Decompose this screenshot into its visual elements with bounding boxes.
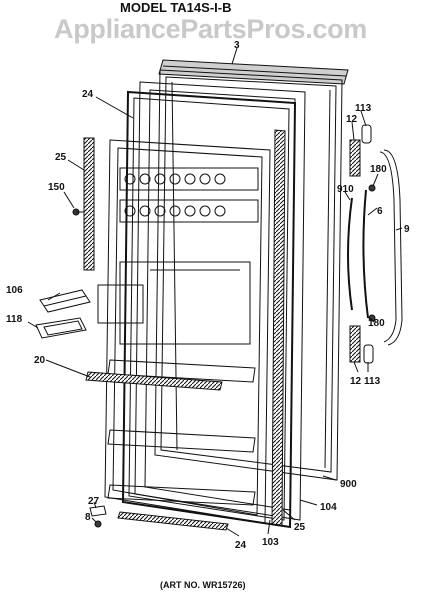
label-106: 106 <box>6 285 23 296</box>
part-right-trim <box>271 129 286 526</box>
label-180-bottom: 180 <box>368 318 385 329</box>
watermark: AppliancePartsPros.com <box>54 14 368 44</box>
label-25-left: 25 <box>55 152 67 163</box>
part-labels: 3 24 25 150 113 12 180 910 6 9 106 118 2… <box>6 40 410 551</box>
label-113-top: 113 <box>355 103 372 114</box>
label-900: 900 <box>340 479 357 490</box>
part-handle-trim <box>379 149 403 346</box>
part-butter-tray <box>35 317 87 339</box>
label-150: 150 <box>48 182 65 193</box>
part-butter-dish <box>39 289 91 313</box>
label-25-bottom: 25 <box>294 522 306 533</box>
part-handle <box>347 184 376 322</box>
part-door-gasket <box>121 90 297 529</box>
part-outer-door-panel <box>154 69 343 481</box>
label-12-bottom: 12 <box>350 376 362 387</box>
part-hinge <box>89 505 107 528</box>
model-title: MODEL TA14S-I-B <box>120 0 232 15</box>
label-180-top: 180 <box>370 164 387 175</box>
label-3: 3 <box>234 40 240 51</box>
label-6: 6 <box>377 206 383 217</box>
label-20: 20 <box>34 355 46 366</box>
part-shelf-bar <box>85 371 223 391</box>
label-24-bottom: 24 <box>235 540 247 551</box>
label-24-top: 24 <box>82 89 94 100</box>
label-12-top: 12 <box>346 114 358 125</box>
label-9: 9 <box>404 224 410 235</box>
label-104: 104 <box>320 502 337 513</box>
label-113-bottom: 113 <box>364 376 381 387</box>
label-910: 910 <box>337 184 354 195</box>
part-bottom-strip <box>117 511 229 531</box>
part-handle-mount-bottom <box>349 325 374 364</box>
art-number: (ART NO. WR15726) <box>160 580 246 590</box>
leader-lines <box>27 47 403 537</box>
screw-icon <box>72 208 84 216</box>
label-8: 8 <box>85 512 91 523</box>
label-118: 118 <box>6 314 23 325</box>
part-handle-mount-top <box>349 124 372 177</box>
part-left-trim <box>83 137 95 271</box>
label-27: 27 <box>88 496 100 507</box>
label-103: 103 <box>262 537 279 548</box>
